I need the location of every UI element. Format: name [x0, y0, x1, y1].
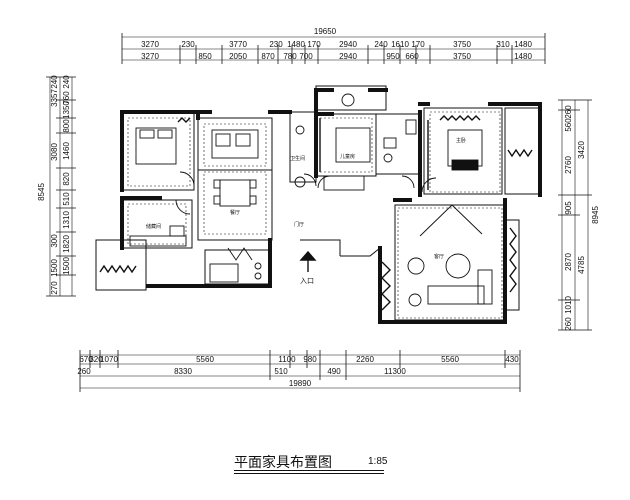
dim-right-total: 8945: [591, 206, 600, 224]
dim-top-r2: 660: [405, 52, 419, 61]
dim-bottom-r1: 1100: [278, 355, 296, 364]
dim-top-r2: 950: [386, 52, 400, 61]
room-label-foyer: 门厅: [294, 221, 304, 228]
dim-left-r2: 1500: [62, 257, 71, 275]
dim-bottom-r1: 670: [79, 355, 93, 364]
dim-bottom-r1: 5560: [441, 355, 459, 364]
dim-top-r1: 1610: [391, 40, 409, 49]
dim-right-r1: 560: [564, 118, 573, 132]
dim-left-r1: 510: [62, 192, 71, 206]
dim-left-r1: 1350: [62, 101, 71, 119]
dim-left-total: 8545: [37, 183, 46, 201]
dim-top-r2: 780: [283, 52, 297, 61]
dim-top-r2: 850: [198, 52, 212, 61]
title-underline: [234, 473, 384, 474]
dim-right-r1: 905: [564, 201, 573, 215]
dim-top-r1: 170: [307, 40, 321, 49]
room-label-storage: 储藏间: [146, 223, 161, 230]
dim-top-r2: 3750: [453, 52, 471, 61]
room-label-dining: 餐厅: [230, 209, 240, 216]
dim-top-r1: 230: [181, 40, 195, 49]
dim-top-r2: 1480: [514, 52, 532, 61]
dim-bottom-r2: 510: [274, 367, 288, 376]
room-label-living: 客厅: [434, 253, 444, 260]
dim-left-r1: 240: [62, 75, 71, 89]
dim-top-r1: 3770: [229, 40, 247, 49]
entrance-label: 入口: [300, 277, 314, 285]
dim-left-r1: 240: [50, 75, 59, 89]
dim-bottom-r2: 260: [77, 367, 91, 376]
dim-left-r1: 1460: [62, 142, 71, 160]
dim-left-r1: 1500: [50, 259, 59, 277]
dim-top-r2: 2050: [229, 52, 247, 61]
room-label-master-bed: 主卧: [456, 137, 466, 144]
dim-top-r1: 170: [411, 40, 425, 49]
dim-left-r1: 820: [62, 172, 71, 186]
dim-bottom-r1: 980: [303, 355, 317, 364]
dim-left-r2: 760: [62, 91, 71, 105]
dim-top-r2: 870: [261, 52, 275, 61]
dim-top-r1: 1480: [514, 40, 532, 49]
dim-top-r2: 3270: [141, 52, 159, 61]
dim-left-r1: 1820: [62, 235, 71, 253]
dim-bottom-r1: 5560: [196, 355, 214, 364]
dim-bottom-r2: 8330: [174, 367, 192, 376]
dim-bottom-r1: 320: [89, 355, 103, 364]
dim-bottom-r2: 11300: [384, 367, 406, 376]
dim-top-r1: 1480: [287, 40, 305, 49]
dim-left-r1: 3357: [50, 89, 59, 107]
drawing-title: 平面家具布置图: [234, 455, 332, 471]
title-underline: [234, 470, 384, 471]
drawing-scale: 1:85: [368, 456, 388, 467]
dim-right-r2: 3420: [577, 141, 586, 159]
dim-bottom-total: 19890: [289, 379, 312, 388]
dim-top-r2: 2940: [339, 52, 357, 61]
dim-top-r1: 240: [374, 40, 388, 49]
dim-left-r1: 3080: [50, 143, 59, 161]
dim-right-r1: 2760: [564, 156, 573, 174]
dim-bottom-r1: 1070: [100, 355, 118, 364]
dim-top-r1: 230: [269, 40, 283, 49]
dim-right-r1: 2870: [564, 253, 573, 271]
dim-top-r1: 310: [496, 40, 510, 49]
dim-right-r1: 260: [564, 105, 573, 119]
dim-bottom-r1: 2260: [356, 355, 374, 364]
dim-right-r1: 260: [564, 317, 573, 331]
dim-top-r1: 3270: [141, 40, 159, 49]
dim-top-r1: 2940: [339, 40, 357, 49]
dim-top-r1: 3750: [453, 40, 471, 49]
dim-bottom-r2: 490: [327, 367, 341, 376]
room-label-bath: 卫生间: [290, 155, 305, 162]
dim-top-total: 19650: [314, 27, 337, 36]
dim-left-r1: 270: [50, 281, 59, 295]
dim-top-r2: 700: [299, 52, 313, 61]
dim-left-r1: 800: [62, 119, 71, 133]
dim-right-r2: 4785: [577, 256, 586, 274]
dim-right-r1: 1010: [564, 296, 573, 314]
dim-left-r1: 300: [50, 234, 59, 248]
room-label-kids-bed: 儿童房: [340, 153, 355, 160]
dim-bottom-r1: 430: [505, 355, 519, 364]
dim-left-r1: 1310: [62, 211, 71, 229]
